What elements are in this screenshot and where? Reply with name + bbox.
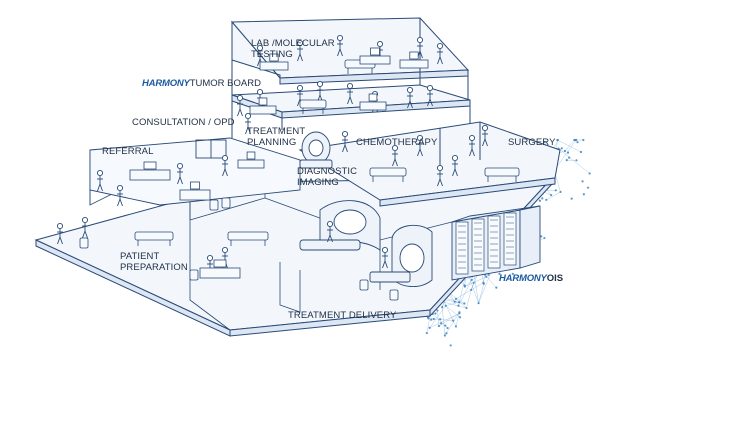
label-diagnostic-imaging: DIAGNOSTIC IMAGING	[297, 166, 358, 188]
label-consultation-opd: CONSULTATION / OPD	[132, 117, 235, 128]
label-referral: REFERRAL	[102, 146, 154, 157]
brand-ois-text: OIS	[546, 273, 564, 284]
brand-harmony: HARMONY	[142, 78, 190, 89]
label-chemotherapy: CHEMOTHERAPY	[356, 137, 438, 148]
linac-machine	[299, 200, 381, 251]
label-lab-molecular-testing: LAB /MOLECULAR TESTING	[251, 38, 335, 60]
label-patient-preparation: PATIENT PREPARATION	[120, 251, 188, 273]
label-surgery: SURGERY	[508, 137, 556, 148]
planning-scanner	[299, 131, 333, 169]
furniture	[79, 47, 520, 301]
label-harmony-ois: HARMONYOIS	[499, 273, 563, 284]
server-racks	[451, 205, 541, 281]
brand-tumor-board-text: TUMOR BOARD	[189, 78, 261, 89]
surgery-platform	[298, 121, 561, 207]
brand-harmony-ois: HARMONY	[499, 273, 547, 284]
ct-scanner	[369, 224, 433, 287]
label-treatment-delivery: TREATMENT DELIVERY	[288, 310, 397, 321]
label-harmony-tumor-board: HARMONYTUMOR BOARD	[142, 78, 261, 89]
label-treatment-planning: TREATMENT PLANNING	[247, 126, 306, 148]
